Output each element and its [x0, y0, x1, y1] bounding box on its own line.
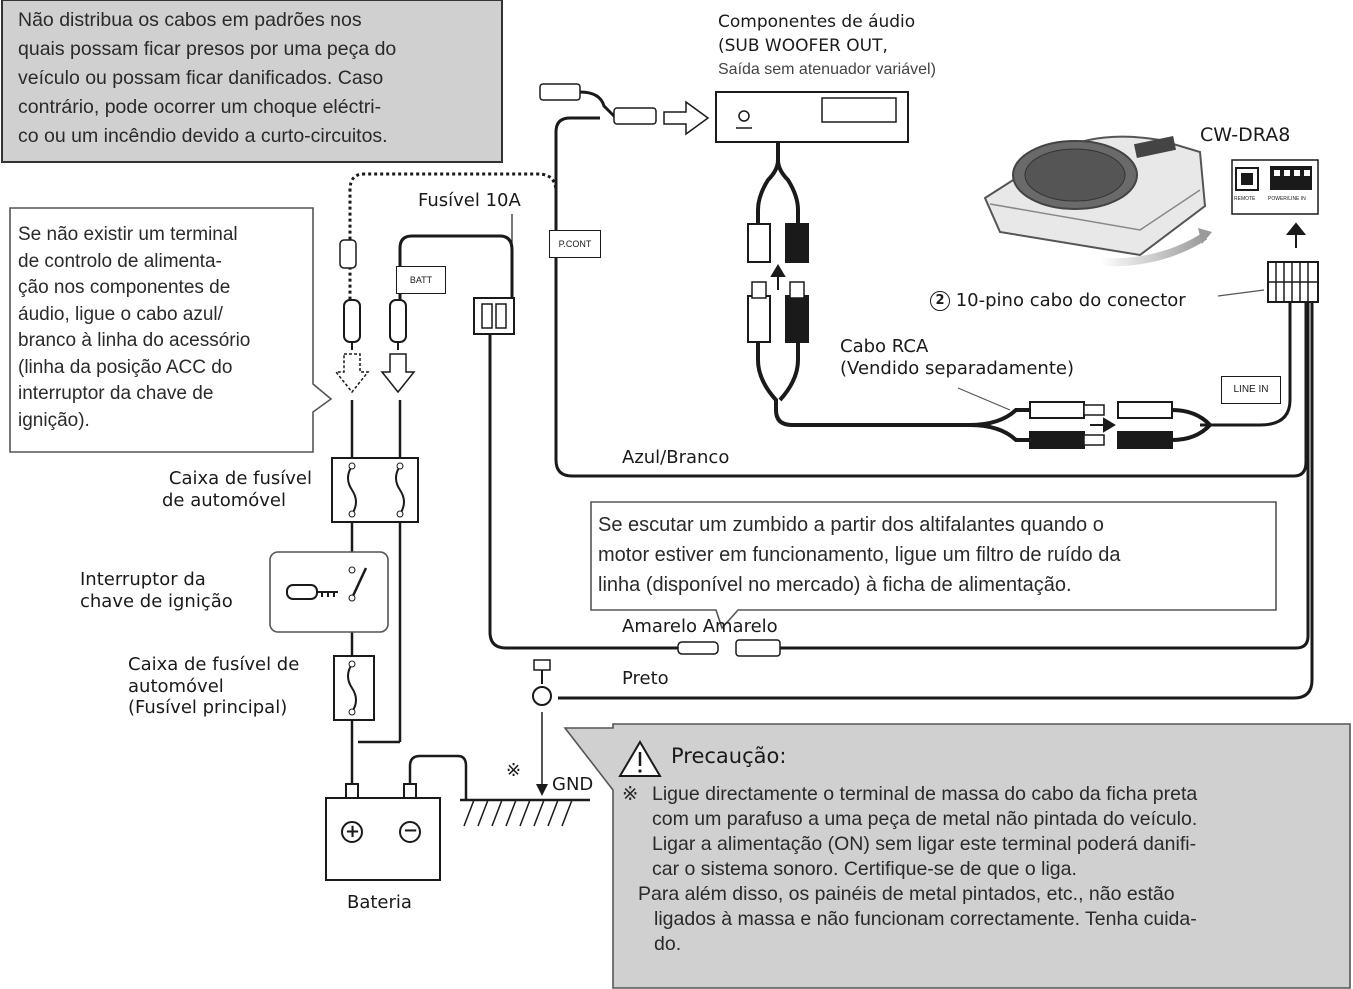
audio-components-sub2: Saída sem atenuador variável)	[718, 61, 936, 78]
noise-note-frame	[590, 501, 1277, 630]
warning-text: Não distribua os cabos em padrões nos qu…	[18, 6, 502, 151]
device-label: CW-DRA8	[1200, 124, 1291, 146]
noise-note-text: Se escutar um zumbido a partir dos altif…	[598, 510, 1274, 600]
caution-line: Ligar a alimentação (ON) sem ligar este …	[652, 833, 1197, 855]
caution-line: Ligue directamente o terminal de massa d…	[652, 783, 1198, 805]
noise-note-line: linha (disponível no mercado) à ficha de…	[598, 574, 1072, 596]
fuse-box-2-label-line: automóvel	[128, 675, 224, 697]
warning-line: co ou um incêndio devido a curto-circuit…	[18, 125, 388, 147]
wire-label-blue-white: Azul/Branco	[622, 447, 730, 468]
device-panel-power: POWER/LINE IN	[1268, 196, 1306, 202]
rca-cable-sublabel: (Vendido separadamente)	[840, 358, 1074, 379]
pcont-dotted-wire	[348, 172, 558, 300]
acc-note-line: interruptor da chave de	[18, 383, 214, 404]
yellow-wire-left	[488, 320, 700, 650]
caution-line: do.	[654, 933, 682, 955]
yellow-wire-right	[762, 300, 1310, 650]
fuse-box-1	[331, 457, 419, 523]
rca-cable-label: Cabo RCA	[840, 336, 929, 357]
battery-label: Bateria	[347, 892, 412, 913]
warning-line: Não distribua os cabos em padrões nos	[18, 9, 362, 31]
ignition-label-line: Interruptor da	[80, 569, 206, 590]
noise-note-line: Se escutar um zumbido a partir dos altif…	[598, 514, 1104, 536]
noise-note-line: motor estiver em funcionamento, ligue um…	[598, 544, 1121, 566]
acc-note-line: branco à linha do acessório	[18, 330, 251, 351]
battery-minus: −	[403, 820, 419, 841]
fuse-box-1-label-line: Caixa de fusível	[168, 468, 312, 489]
acc-note-frame	[9, 207, 333, 453]
battery-body	[325, 797, 441, 881]
black-wire	[558, 300, 1314, 700]
wire-label-yellow: Amarelo Amarelo	[622, 616, 778, 637]
connector-label-text: 10-pino cabo do conector	[955, 290, 1186, 311]
caution-mark: ※	[622, 783, 639, 805]
audio-components-sub: (SUB WOOFER OUT,	[718, 36, 888, 56]
caution-text: ※ Ligue directamente o terminal de massa…	[622, 782, 1348, 957]
acc-note-text: Se não existir um terminal de controlo d…	[18, 222, 313, 434]
fuse-holder-10a	[473, 297, 515, 335]
caution-line: ligados à massa e não funcionam correcta…	[654, 908, 1197, 930]
acc-note-line: áudio, ligue o cabo azul/	[18, 303, 223, 325]
battery-plus: +	[345, 821, 361, 842]
pcont-tag: P.CONT	[549, 230, 601, 258]
caution-line: Para além disso, os painéis de metal pin…	[638, 883, 1175, 905]
gnd-mark: ※	[506, 760, 522, 781]
acc-note-line: Se não existir um terminal	[18, 224, 238, 245]
ignition-label-line: chave de ignição	[80, 590, 233, 612]
caution-box-frame	[563, 723, 1351, 989]
caution-line: car o sistema sonoro. Certifique-se de q…	[652, 858, 1077, 880]
acc-note-line: ignição).	[18, 409, 90, 431]
warning-line: quais possam ficar presos por uma peça d…	[18, 38, 397, 60]
warning-line: veículo ou possam ficar danificados. Cas…	[18, 67, 384, 89]
batt-wire	[398, 234, 514, 300]
line-in-tag: LINE IN	[1221, 376, 1281, 404]
acc-note-line: ção nos componentes de	[18, 277, 231, 298]
fuse-box-1-label: Caixa de fusível de automóvel	[162, 468, 312, 511]
caution-title: Precaução:	[671, 744, 787, 768]
connector-label: 2 10-pino cabo do conector	[930, 290, 1186, 312]
device-panel-remote: REMOTE	[1234, 196, 1256, 202]
ignition-label: Interruptor da chave de ignição	[80, 569, 233, 612]
fuse-10a-label: Fusível 10A	[418, 190, 521, 211]
fuse-box-2-label: Caixa de fusível de automóvel (Fusível p…	[128, 654, 299, 719]
caution-line: com um parafuso a uma peça de metal não …	[652, 808, 1198, 830]
warning-box-frame	[1, 0, 503, 163]
acc-note-line: de controlo de alimenta-	[18, 250, 222, 272]
gnd-label: GND	[552, 774, 594, 795]
wire-label-black: Preto	[622, 668, 669, 689]
audio-components-title: Componentes de áudio	[718, 12, 916, 32]
acc-note-line: (linha da posição ACC do	[18, 356, 233, 378]
warning-line: contrário, pode ocorrer um choque eléctr…	[18, 96, 382, 118]
batt-tag: BATT	[396, 266, 446, 294]
fuse-box-2-label-line: (Fusível principal)	[128, 697, 288, 719]
fuse-box-1-label-line: de automóvel	[162, 489, 287, 511]
circled-number: 2	[930, 291, 950, 311]
blue-white-wire	[554, 200, 1308, 478]
fuse-box-2-label-line: Caixa de fusível de	[128, 654, 300, 675]
